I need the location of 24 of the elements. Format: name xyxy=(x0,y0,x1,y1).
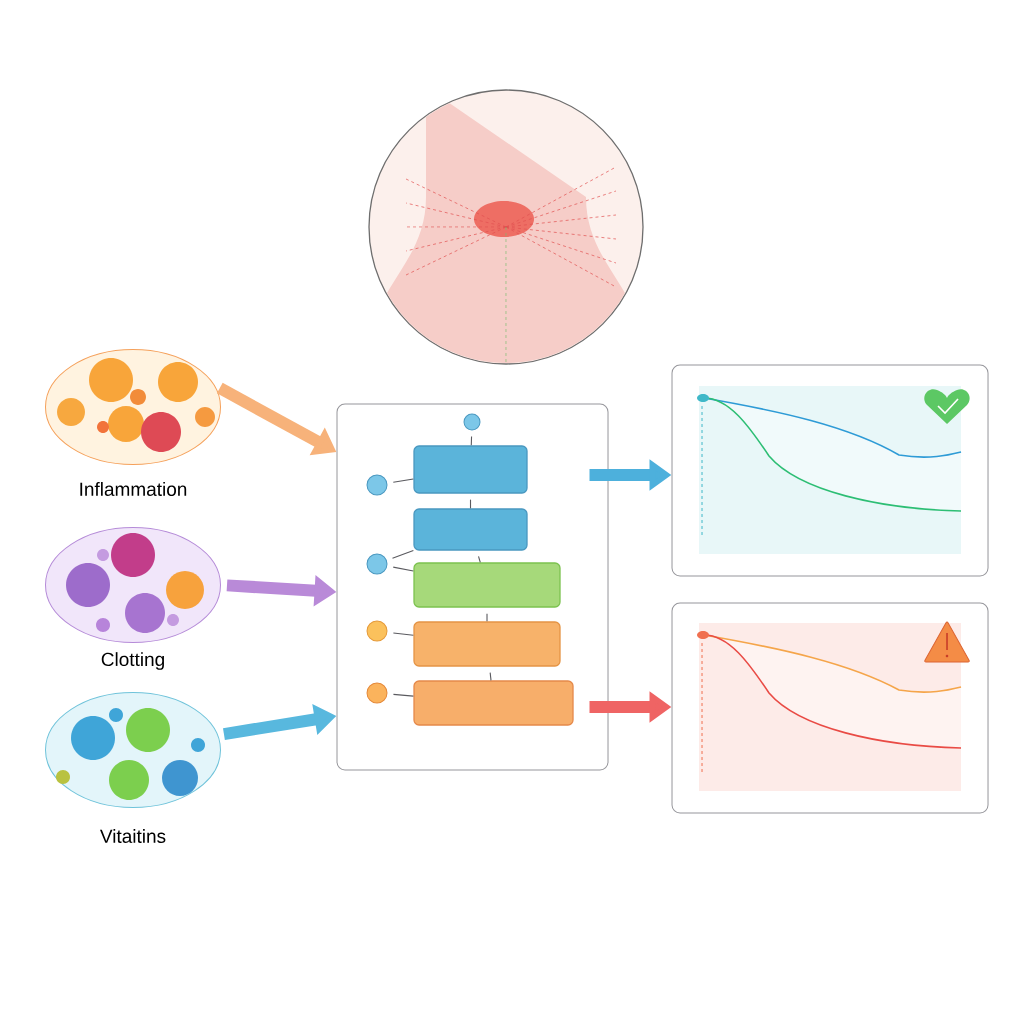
cell-label: Clotting xyxy=(101,652,164,670)
process-bar xyxy=(413,508,528,551)
connector-line xyxy=(392,693,414,697)
throat-drawing xyxy=(368,89,644,365)
process-bar xyxy=(413,621,561,667)
process-bar xyxy=(413,680,574,726)
connector-dot xyxy=(463,413,481,431)
connector-line xyxy=(489,672,492,681)
connector-line xyxy=(392,478,414,483)
connector-line xyxy=(477,555,481,563)
connector-line xyxy=(392,632,414,636)
connector-line xyxy=(392,566,414,572)
connector-dot xyxy=(366,620,388,642)
connector-dot xyxy=(366,474,388,496)
connector-line xyxy=(469,499,472,509)
process-bar xyxy=(413,445,528,494)
connector-line xyxy=(470,435,473,446)
connector-dot xyxy=(366,682,388,704)
connector-dot xyxy=(366,553,388,575)
connector-line xyxy=(486,613,488,622)
cell-label: Inflammation xyxy=(80,482,187,496)
process-bar xyxy=(413,562,561,608)
connector-line xyxy=(391,550,414,559)
cell-label: Vitaitins xyxy=(100,829,166,843)
